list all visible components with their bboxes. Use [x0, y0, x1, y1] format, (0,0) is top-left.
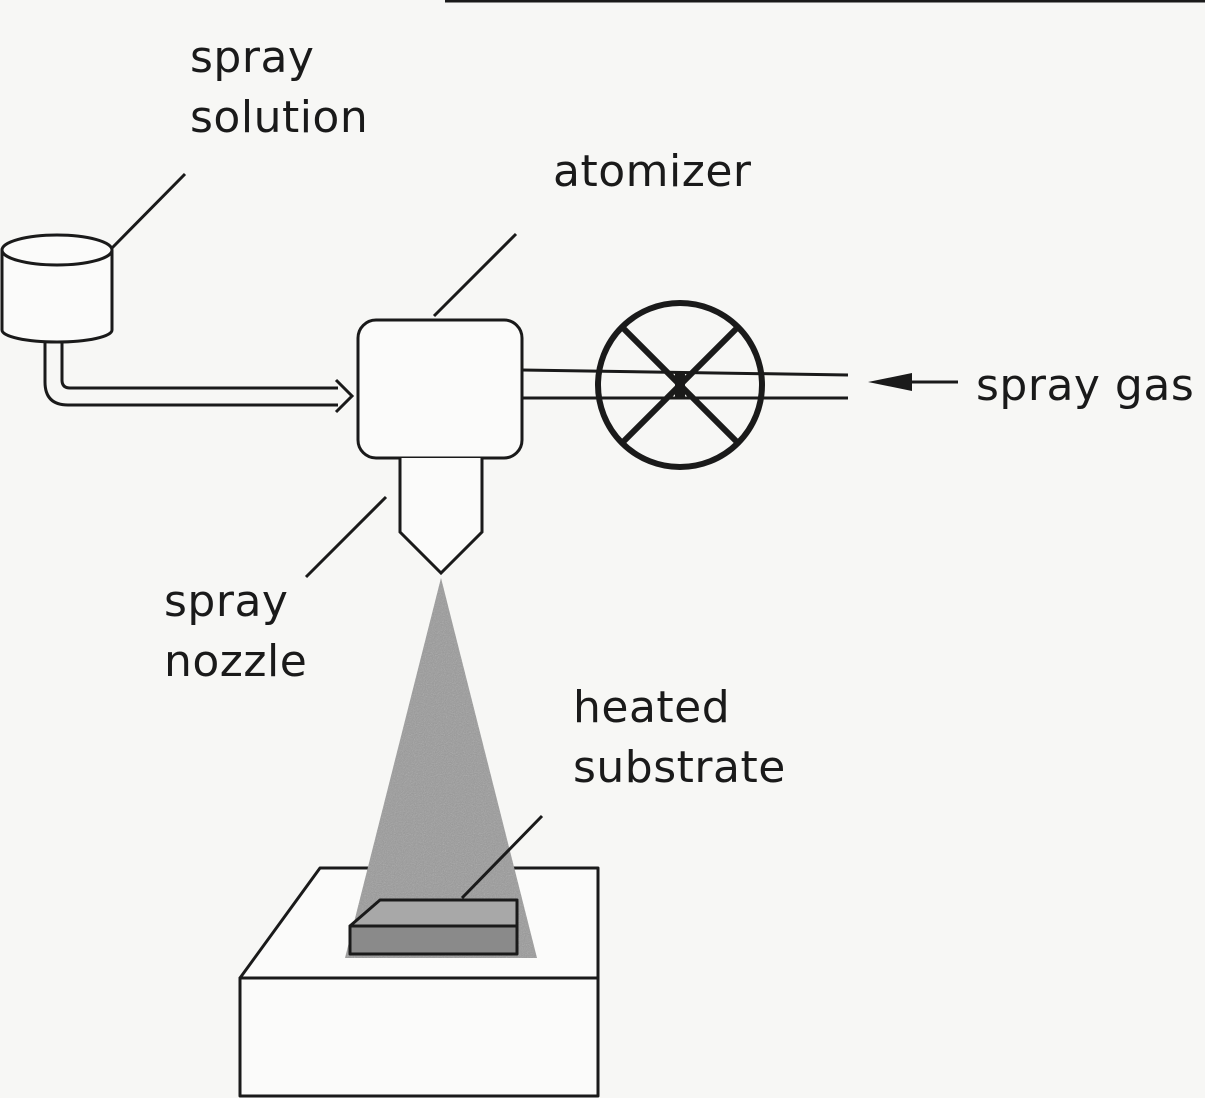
valve-center-mark [675, 372, 685, 398]
spray-nozzle-label-line1: spray [164, 576, 289, 627]
spray-solution-label-line2: solution [190, 92, 369, 143]
spray-gas-label: spray gas [976, 360, 1195, 411]
atomizer-label: atomizer [553, 146, 752, 197]
spray-nozzle-leader-line [304, 495, 388, 579]
spray-nozzle-label: spray nozzle [164, 572, 307, 692]
atomizer-box [356, 318, 524, 460]
atomizer-leader-line [432, 232, 518, 318]
spray-solution-container [0, 233, 114, 344]
spray-cone [345, 578, 537, 958]
spray-gas-arrow-icon [868, 373, 958, 391]
heated-substrate-label-line2: substrate [573, 742, 786, 793]
spray-nozzle-label-line2: nozzle [164, 636, 308, 687]
spray-solution-label-line1: spray [190, 32, 315, 83]
spray-nozzle [398, 458, 484, 576]
spray-solution-label: spray solution [190, 28, 368, 148]
heated-substrate-label-line1: heated [573, 682, 731, 733]
heated-substrate-leader-line [460, 814, 544, 900]
feed-pipe [43, 342, 355, 414]
spray-solution-leader-line [110, 172, 187, 250]
heated-substrate [348, 898, 519, 956]
heated-substrate-label: heated substrate [573, 678, 786, 798]
